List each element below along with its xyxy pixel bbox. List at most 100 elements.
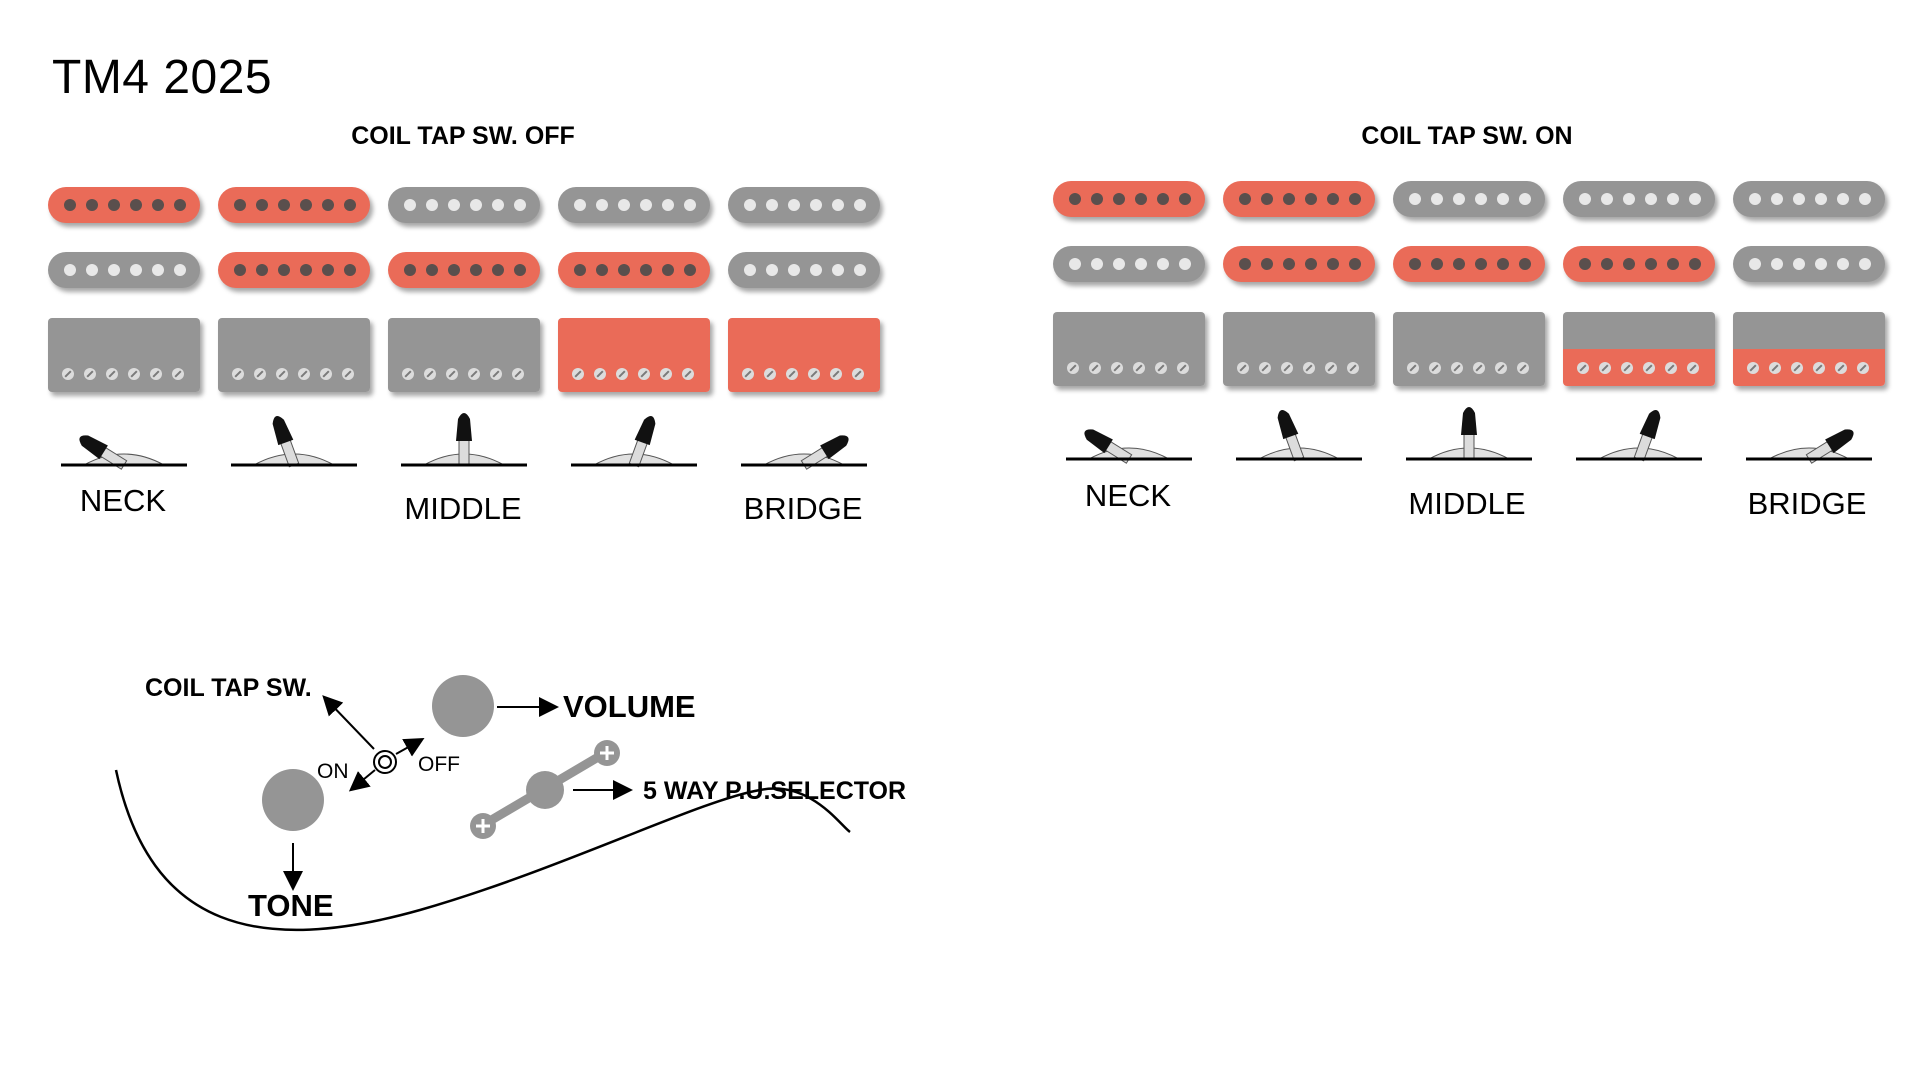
pole-piece-icon — [662, 199, 674, 211]
panel-title-coil-tap-off: COIL TAP SW. OFF — [351, 122, 575, 150]
pole-piece-icon — [1283, 258, 1295, 270]
screw-icon — [1111, 362, 1123, 374]
pole-piece-icon — [574, 199, 586, 211]
pole-piece-icon — [1409, 193, 1421, 205]
humbucker-upper-coil — [1393, 312, 1545, 349]
screw-icon — [1857, 362, 1869, 374]
screw-icon — [424, 368, 436, 380]
screw-icon — [490, 368, 502, 380]
selector-label: 5 WAY P.U.SELECTOR — [643, 777, 907, 805]
pole-piece-icon — [108, 199, 120, 211]
humbucker-pickup — [558, 318, 710, 392]
single-coil-pickup — [1733, 181, 1885, 217]
pole-piece-icon — [174, 264, 186, 276]
single-coil-pickup — [1563, 181, 1715, 217]
selector-position-icon — [1406, 407, 1532, 461]
pole-piece-icon — [1689, 193, 1701, 205]
pole-piece-icon — [1409, 258, 1421, 270]
single-coil-pickup — [48, 187, 200, 223]
arrow-on — [348, 769, 376, 792]
single-coil-pickup — [218, 252, 370, 288]
humbucker-pickup — [1733, 312, 1885, 386]
single-coil-pickup — [1563, 246, 1715, 282]
screw-icon — [1791, 362, 1803, 374]
pole-piece-icon — [1475, 258, 1487, 270]
screw-icon — [830, 368, 842, 380]
single-coil-pickup — [388, 187, 540, 223]
pole-piece-icon — [152, 264, 164, 276]
pole-piece-icon — [64, 264, 76, 276]
pole-piece-icon — [404, 199, 416, 211]
humbucker-pickup — [1563, 312, 1715, 386]
screw-icon — [446, 368, 458, 380]
screw-icon — [1133, 362, 1145, 374]
pole-piece-icon — [1579, 193, 1591, 205]
humbucker-upper-coil — [1223, 312, 1375, 349]
pole-piece-icon — [1261, 258, 1273, 270]
screw-icon — [660, 368, 672, 380]
pole-piece-icon — [854, 199, 866, 211]
volume-label: VOLUME — [563, 689, 696, 724]
pole-piece-icon — [1069, 258, 1081, 270]
tone-knob — [262, 769, 324, 831]
screw-icon — [1347, 362, 1359, 374]
pole-piece-icon — [1157, 258, 1169, 270]
screw-icon — [402, 368, 414, 380]
pole-piece-icon — [1135, 193, 1147, 205]
pole-piece-icon — [1793, 193, 1805, 205]
screw-icon — [1237, 362, 1249, 374]
screw-icon — [232, 368, 244, 380]
selector-position-icon — [1746, 429, 1872, 464]
pole-piece-icon — [1349, 193, 1361, 205]
pole-piece-icon — [1837, 258, 1849, 270]
pole-piece-icon — [1113, 193, 1125, 205]
pole-piece-icon — [1859, 258, 1871, 270]
humbucker-upper-coil — [1053, 312, 1205, 349]
pole-piece-icon — [152, 199, 164, 211]
single-coil-pickup — [1393, 181, 1545, 217]
single-coil-pickup — [1393, 246, 1545, 282]
pole-piece-icon — [1179, 193, 1191, 205]
single-coil-pickup — [48, 252, 200, 288]
arrow-off — [395, 738, 425, 757]
pole-piece-icon — [470, 199, 482, 211]
single-coil-pickup — [1053, 181, 1205, 217]
pole-piece-icon — [514, 264, 526, 276]
position-label-neck: NECK — [79, 483, 167, 518]
humbucker-pickup — [1223, 312, 1375, 386]
screw-icon — [1155, 362, 1167, 374]
screw-icon — [572, 368, 584, 380]
screw-icon — [150, 368, 162, 380]
pole-piece-icon — [640, 199, 652, 211]
screw-icon — [1495, 362, 1507, 374]
pole-piece-icon — [832, 264, 844, 276]
screw-icon — [1089, 362, 1101, 374]
pole-piece-icon — [256, 199, 268, 211]
position-label-middle: MIDDLE — [1408, 486, 1526, 521]
pole-piece-icon — [684, 199, 696, 211]
on-label: ON — [317, 760, 349, 783]
screw-icon — [786, 368, 798, 380]
pole-piece-icon — [1239, 258, 1251, 270]
position-label-bridge: BRIDGE — [743, 491, 863, 526]
coil-tap-switch-icon — [373, 750, 397, 774]
pole-piece-icon — [1601, 193, 1613, 205]
screw-icon — [320, 368, 332, 380]
screw-icon — [1259, 362, 1271, 374]
pole-piece-icon — [300, 264, 312, 276]
screw-icon — [254, 368, 266, 380]
pole-piece-icon — [130, 199, 142, 211]
pole-piece-icon — [810, 199, 822, 211]
pole-piece-icon — [86, 264, 98, 276]
humbucker-upper-coil — [1563, 312, 1715, 349]
body-outline-curve — [114, 769, 851, 932]
pole-piece-icon — [1179, 258, 1191, 270]
coil-tap-label: COIL TAP SW. — [145, 674, 312, 702]
pole-piece-icon — [1069, 193, 1081, 205]
pole-piece-icon — [1859, 193, 1871, 205]
pole-piece-icon — [130, 264, 142, 276]
screw-icon — [852, 368, 864, 380]
screw-icon — [1407, 362, 1419, 374]
pole-piece-icon — [448, 199, 460, 211]
single-coil-pickup — [1223, 181, 1375, 217]
